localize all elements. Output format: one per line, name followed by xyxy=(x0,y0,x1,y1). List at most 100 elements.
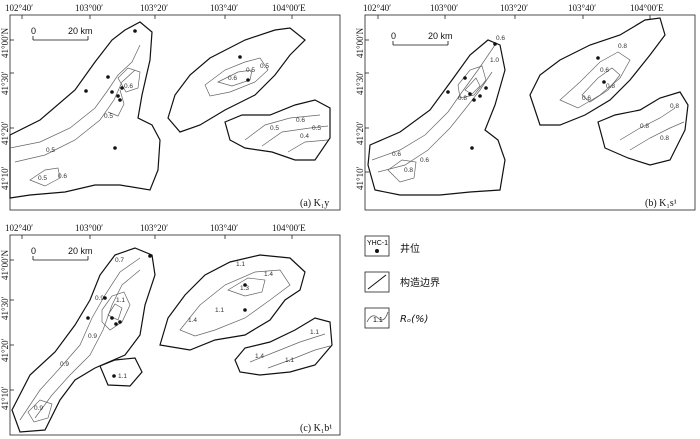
lon-tick: 103°40′ xyxy=(210,3,238,13)
scale-label: 20 km xyxy=(68,246,93,256)
contour-label: 0.6 xyxy=(496,35,505,42)
contour-label: 1.4 xyxy=(255,353,264,360)
lon-tick: 103°20′ xyxy=(140,3,168,13)
well-markers-b xyxy=(446,42,606,150)
contour-label: 1.1 xyxy=(118,373,127,380)
lon-tick: 103°00′ xyxy=(75,223,103,233)
lat-tick: 41°20′ xyxy=(355,121,365,145)
lon-tick: 104°00′E xyxy=(272,3,306,13)
panel-b-label: (b) K₁s¹ xyxy=(645,198,677,209)
basin-b-south xyxy=(597,91,689,166)
scale-bar-c: 0 20 km xyxy=(31,246,93,261)
contour-label: 0.9 xyxy=(88,333,97,340)
lat-tick: 41°30′ xyxy=(0,296,10,320)
contour-label: 1.1 xyxy=(310,329,319,336)
lon-tick: 103°00′ xyxy=(430,3,458,13)
lon-tick: 103°20′ xyxy=(140,223,168,233)
contour-label: 0.8 xyxy=(640,123,649,130)
contour-label: 1.4 xyxy=(264,271,273,278)
lat-tick: 41°00′N xyxy=(0,27,10,58)
basin-b-north xyxy=(529,17,666,126)
lon-tick: 103°00′ xyxy=(75,3,103,13)
contour-label: 0.8 xyxy=(606,83,615,90)
contour-label: 0.6 xyxy=(296,117,305,124)
contour-label: 0.5 xyxy=(104,113,113,120)
contour-label: 1.4 xyxy=(188,317,197,324)
lon-tick: 103°40′ xyxy=(210,223,238,233)
contour-label: 0.5 xyxy=(312,125,321,132)
lon-tick: 103°40′ xyxy=(568,3,596,13)
basin-b-main xyxy=(367,39,506,196)
contour-label: 0.9 xyxy=(60,361,69,368)
lat-tick: 41°10′ xyxy=(355,166,365,190)
lon-tick: 102°40′ xyxy=(5,3,33,13)
lat-tick: 41°10′ xyxy=(0,386,10,410)
panel-c-label: (c) K₁b¹ xyxy=(300,423,332,434)
lat-tick: 41°30′ xyxy=(355,71,365,95)
contour-label: 1.0 xyxy=(490,57,499,64)
well-markers-c xyxy=(86,254,247,378)
contour-label: 0.4 xyxy=(300,133,309,140)
lon-tick: 103°20′ xyxy=(500,3,528,13)
lat-tick: 41°20′ xyxy=(0,338,10,362)
scale-zero: 0 xyxy=(31,26,36,36)
scale-zero: 0 xyxy=(31,246,36,256)
contour-label: 1.1 xyxy=(236,261,245,268)
contour-label: 0.6 xyxy=(582,95,591,102)
contour-label: 0.8 xyxy=(618,43,627,50)
contour-label: 0.6 xyxy=(420,157,429,164)
well-icon xyxy=(375,249,379,253)
legend-ro-label: Rₒ(%) xyxy=(400,314,428,325)
contour-label: 0.7 xyxy=(115,257,124,264)
contour-label: 0.5 xyxy=(38,175,47,182)
lon-tick: 102°40′ xyxy=(5,223,33,233)
contour-label: 0.8 xyxy=(670,103,679,110)
contour-label: 1.1 xyxy=(116,297,125,304)
panel-a: 0.5 0.6 0.5 0.6 0.5 0.5 0.6 0.5 0.4 0.6 … xyxy=(9,14,341,211)
basin-c-south xyxy=(234,317,333,376)
contour-label: 0.5 xyxy=(246,67,255,74)
contour-label: 0.6 xyxy=(392,151,401,158)
legend: YHC-1 井位 构造边界 1.1 Rₒ(%) xyxy=(364,235,440,329)
basin-a-south xyxy=(224,99,331,161)
legend-well-box xyxy=(364,235,390,257)
scale-bar-a: 0 20 km xyxy=(31,26,93,41)
contour-label: 0.6 xyxy=(228,75,237,82)
lon-tick: 104°00′E xyxy=(630,3,664,13)
contour-label: 0.6 xyxy=(600,67,609,74)
basin-c-north xyxy=(159,254,306,351)
contour-label: 0.6 xyxy=(58,173,67,180)
panel-b: 0.6 1.0 0.8 0.8 0.6 0.6 0.8 0.6 0.8 0.6 … xyxy=(364,14,696,211)
basin-c-small xyxy=(99,357,143,387)
contour-label: 0.5 xyxy=(260,63,269,70)
well-markers-a xyxy=(84,29,250,150)
scale-label: 20 km xyxy=(68,26,93,36)
scale-zero: 0 xyxy=(391,31,396,41)
lat-tick: 41°10′ xyxy=(0,166,10,190)
legend-contour-value: 1.1 xyxy=(373,317,383,324)
lat-tick: 41°00′N xyxy=(355,27,365,58)
lon-tick: 102°40′ xyxy=(363,3,391,13)
panel-a-label: (a) K₁y xyxy=(300,198,329,209)
legend-well-label: 井位 xyxy=(400,242,420,255)
scale-label: 20 km xyxy=(428,31,453,41)
lat-tick: 41°30′ xyxy=(0,71,10,95)
lat-tick: 41°20′ xyxy=(0,121,10,145)
boundary-line-icon xyxy=(367,274,387,290)
lat-tick: 41°00′N xyxy=(0,249,10,280)
panel-c: 0.7 0.9 1.1 0.9 0.9 0.9 1.1 1.4 1.3 1.4 … xyxy=(9,234,341,436)
contour-line-icon xyxy=(366,311,389,323)
contour-label: 1.1 xyxy=(285,357,294,364)
contour-label: 0.9 xyxy=(34,405,43,412)
axis-labels: 102°40′ 103°00′ 103°20′ 103°40′ 104°00′E… xyxy=(0,3,664,410)
basin-a-north xyxy=(167,27,306,133)
contour-label: 1.1 xyxy=(215,307,224,314)
contour-label: 1.3 xyxy=(240,285,249,292)
lon-tick: 104°00′E xyxy=(272,223,306,233)
contour-label: 0.8 xyxy=(660,135,669,142)
legend-boundary-label: 构造边界 xyxy=(400,276,440,289)
basin-c-main xyxy=(11,247,156,433)
contour-label: 0.6 xyxy=(124,83,133,90)
legend-well-code: YHC-1 xyxy=(367,240,388,247)
